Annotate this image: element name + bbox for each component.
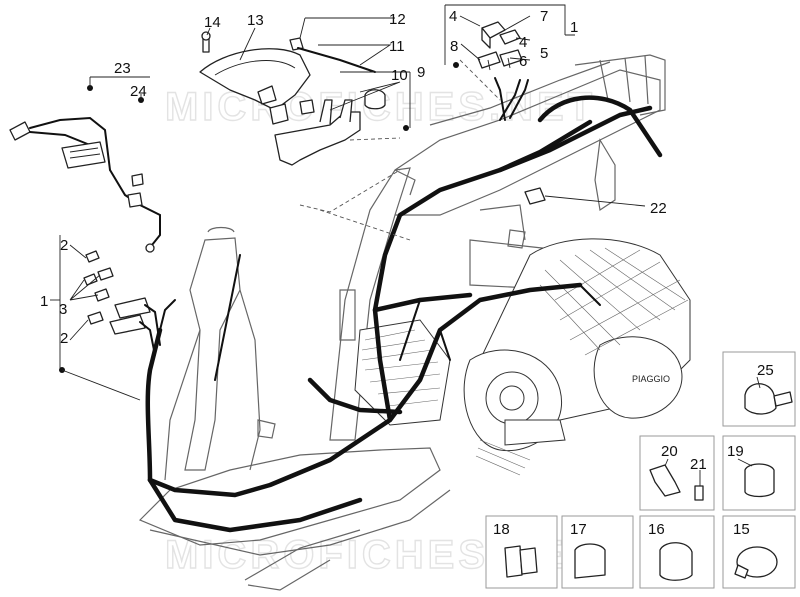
- callout-22: 22: [650, 200, 667, 217]
- part-16-box: [639, 515, 715, 589]
- part-20-21-box: [639, 435, 715, 511]
- callout-15: 15: [733, 521, 750, 538]
- callout-10: 10: [391, 67, 408, 84]
- part-9-bracket: [269, 37, 409, 166]
- callout-7: 7: [540, 8, 548, 25]
- callout-1-left: 1: [40, 293, 48, 310]
- part-25-box: [722, 351, 796, 427]
- main-wiring-harness: [145, 77, 663, 533]
- callout-24: 24: [130, 83, 147, 100]
- callout-1-top: 1: [570, 19, 578, 36]
- callout-labels: 14 13 12 11 10 9 4 7 1 4 8 5 6 23 24 2 1…: [40, 8, 774, 538]
- callout-13: 13: [247, 12, 264, 29]
- part-22-connector: [524, 187, 546, 205]
- part-19-box: [722, 435, 796, 511]
- callout-3: 3: [59, 301, 67, 318]
- callout-9: 9: [417, 64, 425, 81]
- callout-21: 21: [690, 456, 707, 473]
- callout-5: 5: [540, 45, 548, 62]
- part-15-box: [722, 515, 796, 589]
- callout-18: 18: [493, 521, 510, 538]
- callout-16: 16: [648, 521, 665, 538]
- callout-4-mid: 4: [519, 34, 527, 51]
- callout-12: 12: [389, 11, 406, 28]
- callout-2-upper: 2: [60, 237, 68, 254]
- callout-11: 11: [389, 38, 405, 55]
- callout-4-top: 4: [449, 8, 457, 25]
- scooter-frame: [138, 54, 666, 591]
- callout-23: 23: [114, 60, 131, 77]
- part-1-connector-group: [59, 235, 161, 401]
- callout-25: 25: [757, 362, 774, 379]
- brand-logo: PIAGGIO: [632, 374, 670, 384]
- part-17-box: [561, 515, 634, 589]
- part-23-auxiliary-harness: [9, 76, 161, 253]
- callout-19: 19: [727, 443, 744, 460]
- part-1-relay-group: [444, 4, 575, 71]
- callout-8: 8: [450, 38, 458, 55]
- callout-17: 17: [570, 521, 587, 538]
- callout-14: 14: [204, 14, 221, 31]
- callout-2-lower: 2: [60, 330, 68, 347]
- leader-lines: [50, 15, 761, 486]
- callout-6: 6: [519, 53, 527, 70]
- part-18-box: [485, 515, 558, 589]
- callout-20: 20: [661, 443, 678, 460]
